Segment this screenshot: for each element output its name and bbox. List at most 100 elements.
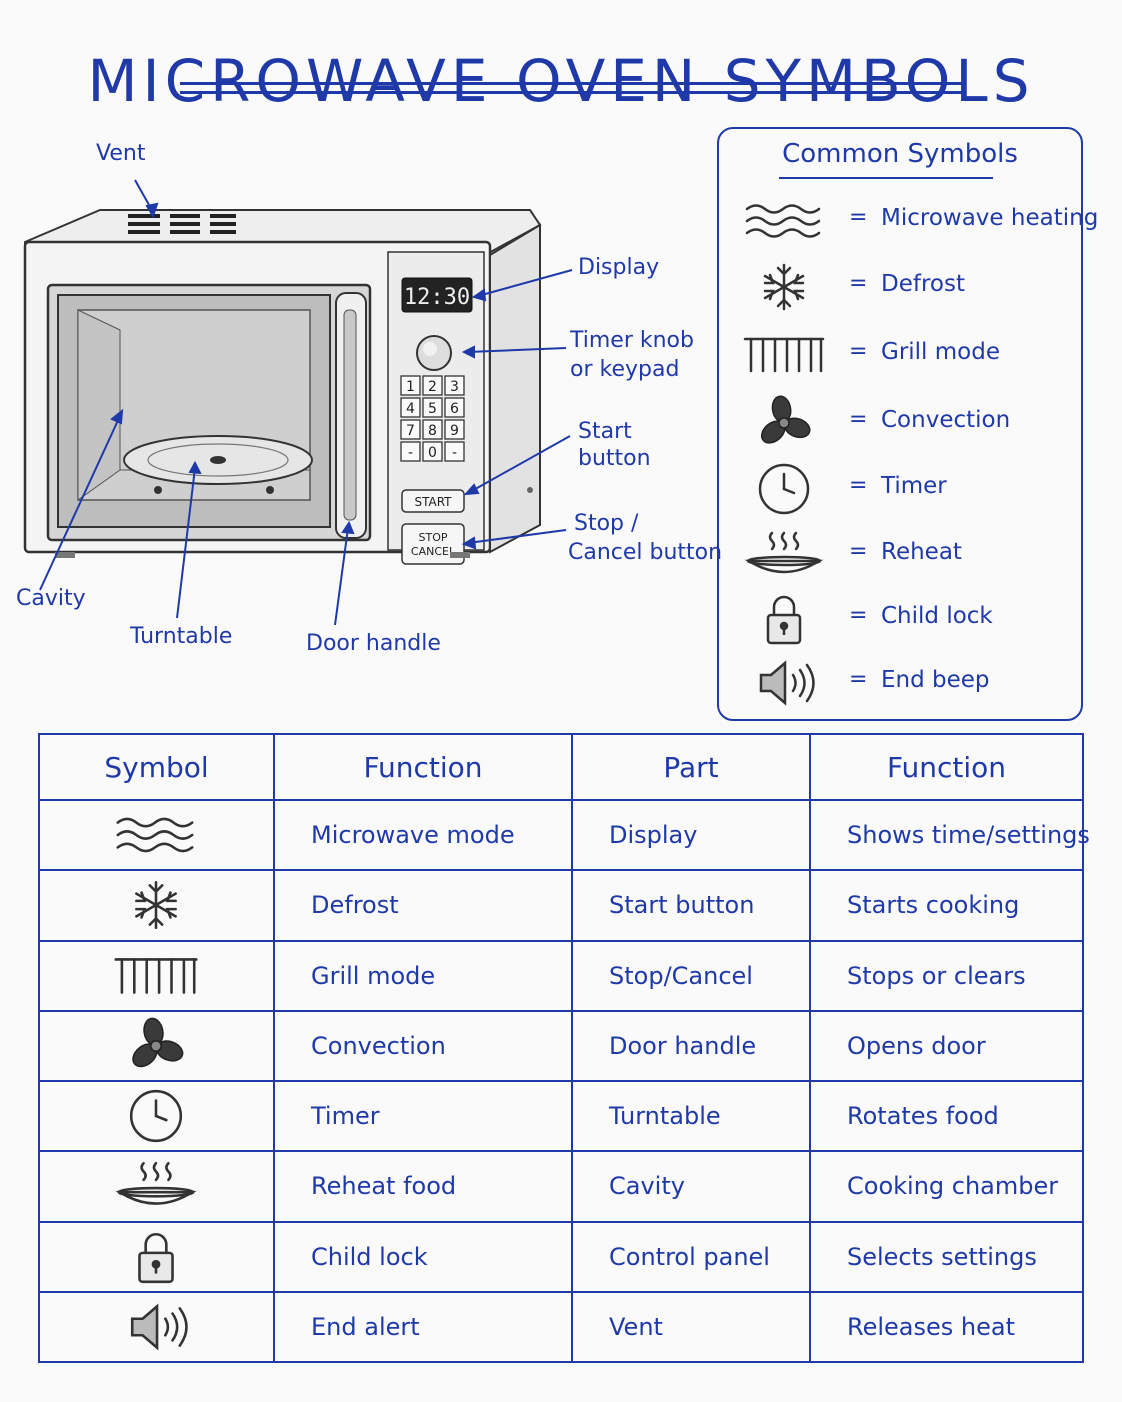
part-function-cell: Selects settings — [809, 1220, 1084, 1293]
legend-item: = Convection — [719, 393, 1085, 453]
fan-icon — [127, 1016, 187, 1072]
keypad-key-label: 6 — [450, 401, 459, 417]
keypad-key-label: 5 — [428, 401, 437, 417]
keypad-key — [400, 441, 421, 462]
part-cell: Stop/Cancel — [571, 939, 811, 1012]
svg-text:CANCEL: CANCEL — [411, 545, 456, 558]
svg-text:START: START — [414, 495, 452, 509]
symbol-cell — [38, 1079, 275, 1153]
legend-item: = End beep — [719, 653, 1085, 713]
part-cell: Turntable — [571, 1079, 811, 1153]
callout-cavity: Cavity — [16, 586, 86, 611]
keypad-key — [422, 441, 443, 462]
symbol-cell — [38, 939, 275, 1012]
legend-label: Convection — [881, 407, 1011, 433]
padlock-icon — [766, 595, 802, 645]
function-cell: Reheat food — [273, 1150, 573, 1223]
callout-stop-line1: Stop / — [574, 511, 639, 536]
keypad-key — [422, 397, 443, 418]
header-function: Function — [273, 733, 573, 801]
clock-icon — [129, 1090, 183, 1143]
callout-door-handle: Door handle — [306, 631, 441, 656]
display-screen — [401, 277, 473, 313]
callout-start-line2: button — [578, 446, 651, 471]
header-part-function: Function — [809, 733, 1084, 801]
symbol-cell — [38, 1290, 275, 1364]
keypad-key — [422, 419, 443, 440]
legend-equals: = — [849, 539, 868, 564]
part-function-cell: Releases heat — [809, 1290, 1084, 1364]
legend-label: Grill mode — [881, 339, 1000, 365]
legend-equals: = — [849, 205, 868, 230]
legend-title-underline — [779, 177, 993, 179]
part-function-cell: Rotates food — [809, 1079, 1084, 1153]
legend-equals: = — [849, 667, 868, 692]
part-cell: Control panel — [571, 1220, 811, 1293]
keypad-key-label: 3 — [450, 379, 459, 395]
legend-item: = Microwave heating — [719, 191, 1098, 251]
keypad-key — [444, 397, 465, 418]
callout-timer-knob-line2: or keypad — [570, 357, 680, 382]
legend-equals: = — [849, 271, 868, 296]
legend-item: =Timer — [719, 459, 1085, 519]
legend-label: Defrost — [881, 271, 965, 297]
callout-start-line1: Start — [578, 419, 632, 444]
callout-display: Display — [578, 255, 660, 280]
function-cell: End alert — [273, 1290, 573, 1364]
snowflake-icon — [763, 263, 805, 311]
callout-turntable: Turntable — [130, 624, 233, 649]
part-function-cell: Stops or clears — [809, 939, 1084, 1012]
symbol-cell — [38, 1009, 275, 1083]
clock-icon — [758, 463, 810, 515]
symbol-cell — [38, 1220, 275, 1293]
fan-icon — [756, 394, 814, 448]
table-header-row: Symbol Function Part Function — [38, 733, 1084, 801]
function-cell: Child lock — [273, 1220, 573, 1293]
keypad-key — [444, 375, 465, 396]
callout-timer-knob-line1: Timer knob — [570, 328, 694, 353]
symbols-table: Symbol Function Part Function Microwave … — [38, 733, 1090, 1364]
svg-text:STOP: STOP — [419, 531, 448, 544]
legend-label: Reheat — [881, 539, 962, 565]
part-function-cell: Starts cooking — [809, 869, 1084, 942]
legend-label: Microwave heating — [881, 205, 1099, 231]
legend-label: Child lock — [881, 603, 993, 629]
legend-equals: = — [849, 407, 868, 432]
keypad-key — [400, 375, 421, 396]
legend-item: = Reheat — [719, 525, 1085, 585]
reheat-plate-icon — [117, 1162, 195, 1206]
keypad-key-label: 0 — [428, 445, 437, 461]
legend-label: End beep — [881, 667, 990, 693]
callout-vent: Vent — [96, 141, 146, 166]
part-cell: Cavity — [571, 1150, 811, 1223]
keypad-key-label: - — [452, 445, 457, 461]
part-function-cell: Opens door — [809, 1009, 1084, 1083]
legend-item: = Defrost — [719, 257, 1085, 317]
page-title: MICROWAVE OVEN SYMBOLS — [87, 46, 1035, 115]
keypad-key — [422, 375, 443, 396]
keypad-key-label: 9 — [450, 423, 459, 439]
function-cell: Defrost — [273, 869, 573, 942]
keypad-key — [444, 441, 465, 462]
microwave-waves-icon — [745, 204, 821, 238]
speaker-icon — [759, 661, 815, 705]
keypad-key-label: 4 — [406, 401, 415, 417]
start-key — [401, 489, 465, 513]
legend-item: =Child lock — [719, 589, 1085, 649]
keypad-key — [400, 397, 421, 418]
legend-title: Common Symbols — [782, 139, 1018, 169]
speaker-icon — [130, 1304, 188, 1349]
padlock-icon — [138, 1232, 174, 1283]
part-cell: Vent — [571, 1290, 811, 1364]
symbol-cell — [38, 798, 275, 872]
legend-item: =Grill mode — [719, 325, 1085, 385]
